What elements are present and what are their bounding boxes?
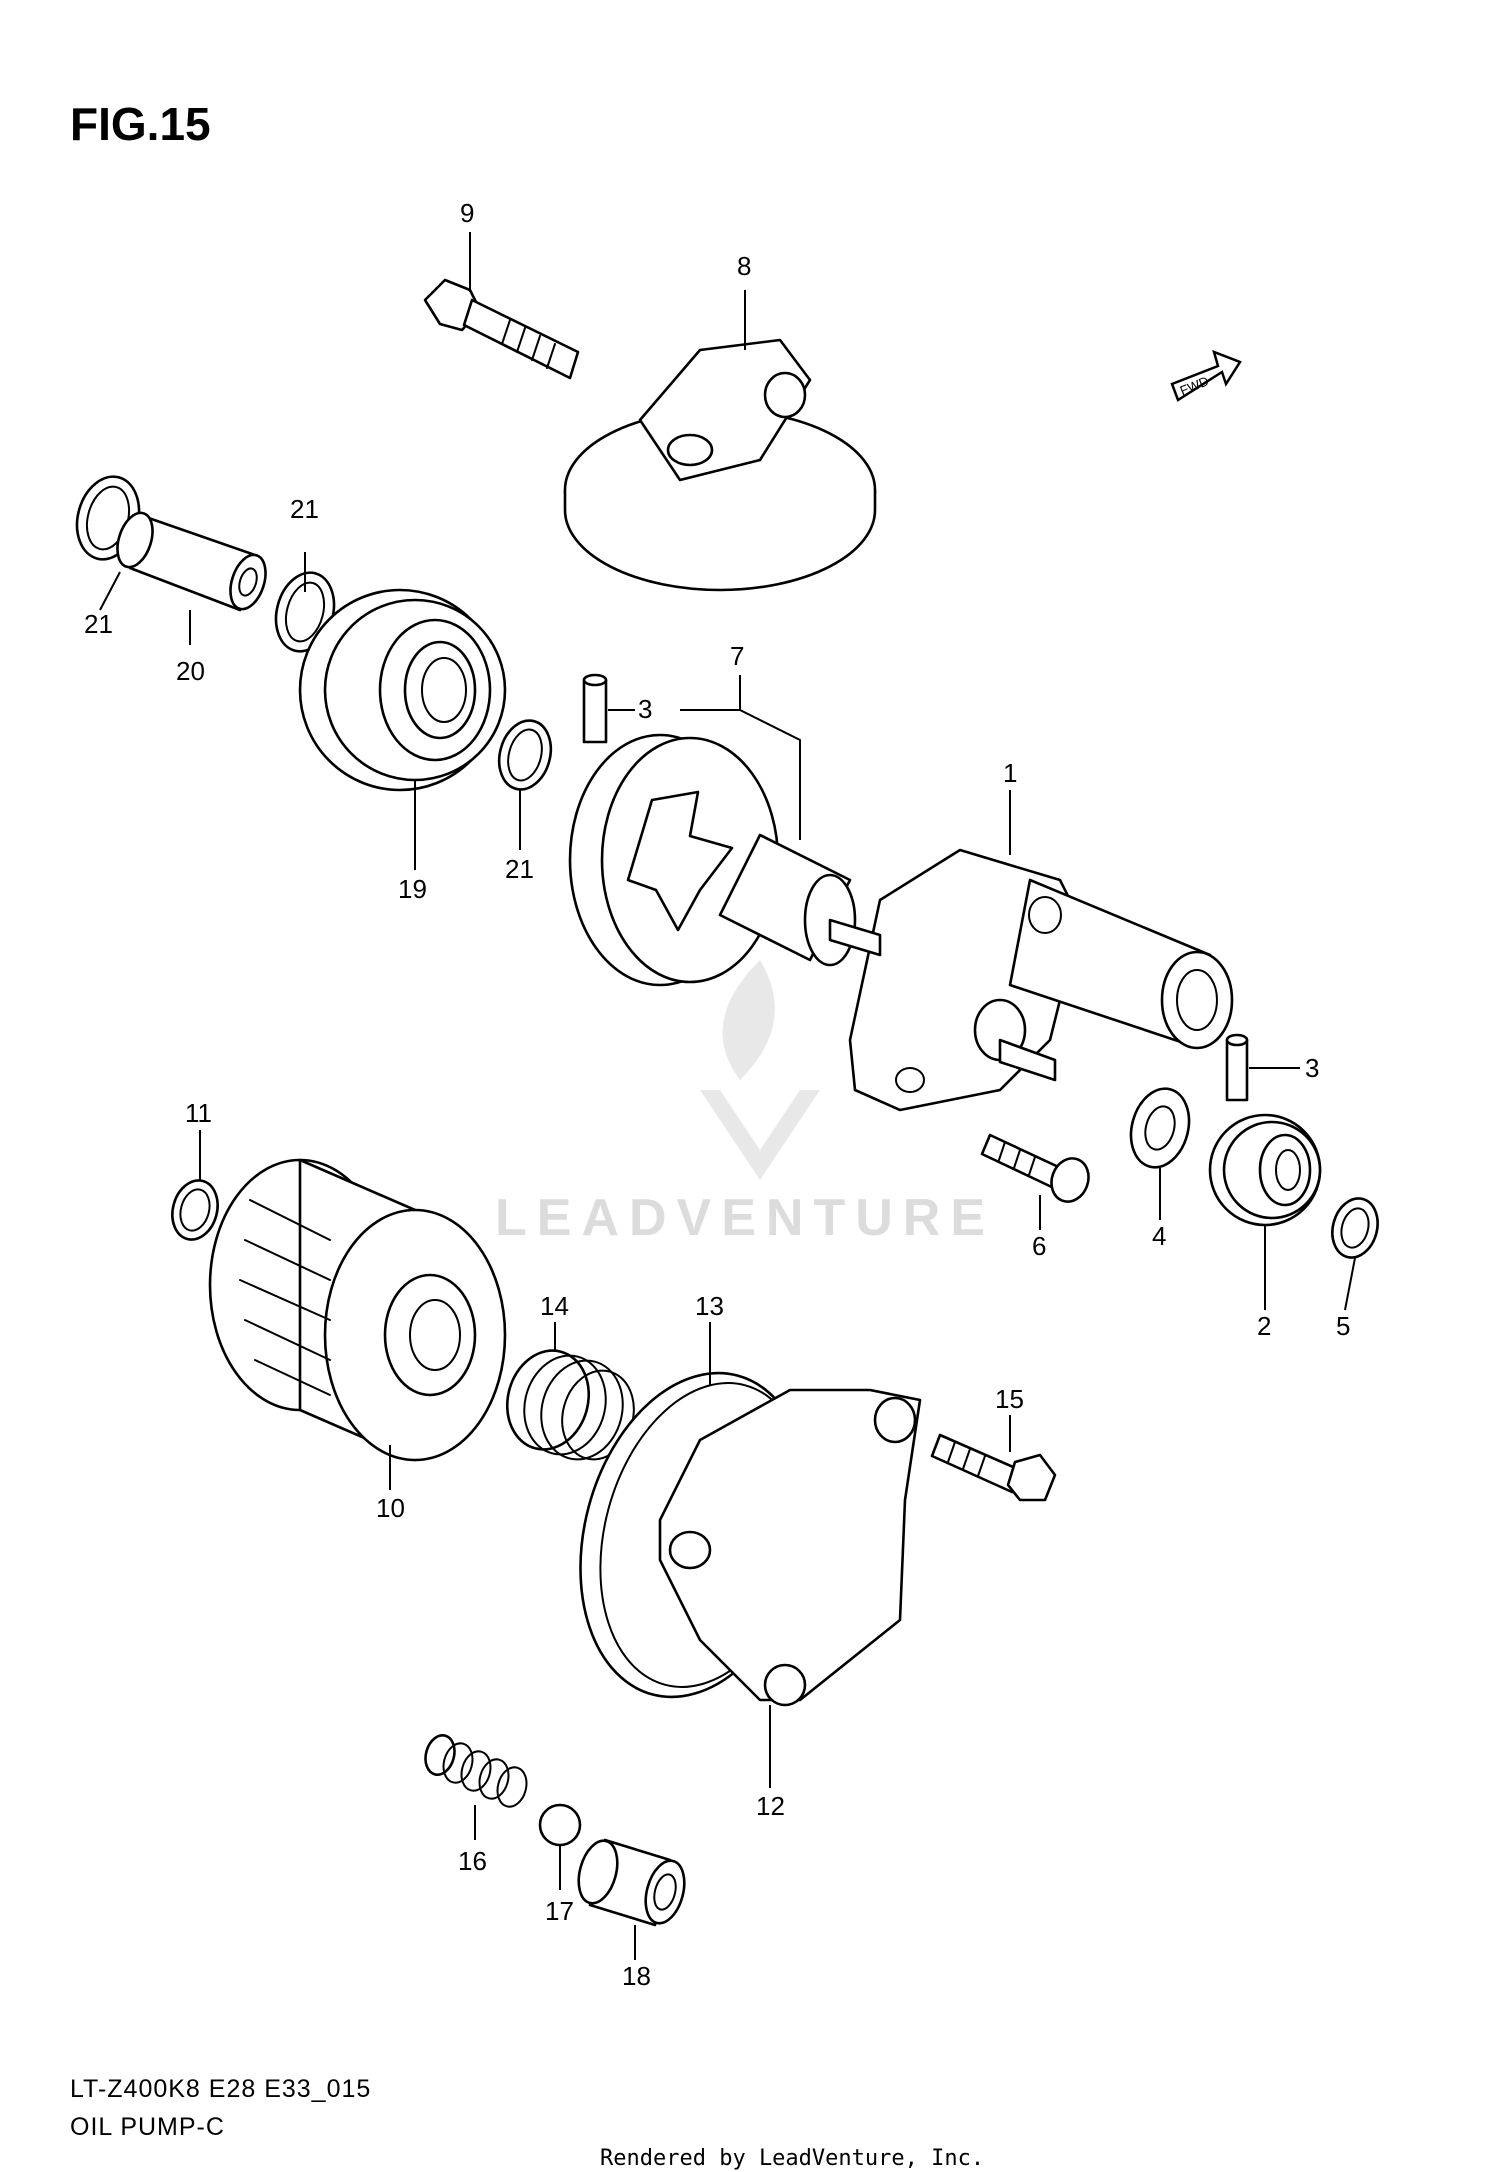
callout-6: 6 (1032, 1231, 1046, 1261)
callout-17: 17 (545, 1896, 574, 1926)
callout-9: 9 (460, 198, 474, 228)
callout-3-upper: 3 (638, 694, 652, 724)
shaft-part-20[interactable] (111, 508, 272, 613)
callout-2: 2 (1257, 1311, 1271, 1341)
leader-lines (99, 232, 1356, 1960)
fwd-arrow-icon: FWD (1170, 349, 1242, 402)
pin-part-3-upper[interactable] (582, 673, 608, 744)
callout-11: 11 (185, 1098, 212, 1128)
watermark-text: LEADVENTURE (495, 1189, 995, 1247)
rendered-by: Rendered by LeadVenture, Inc. (600, 2146, 984, 2171)
model-code: LT-Z400K8 E28 E33_015 (70, 2075, 371, 2103)
gear-part-19[interactable] (298, 588, 507, 792)
section-name: OIL PUMP-C (70, 2113, 225, 2141)
fwd-label: FWD (1178, 373, 1211, 398)
callouts: 9 8 21 21 20 19 21 3 7 1 3 4 6 2 5 11 10… (84, 198, 1350, 1991)
callout-7: 7 (730, 641, 744, 671)
cap-part-8[interactable] (563, 338, 877, 592)
callout-5: 5 (1336, 1311, 1350, 1341)
callout-13: 13 (695, 1291, 724, 1321)
callout-8: 8 (737, 251, 751, 281)
callout-10: 10 (376, 1493, 405, 1523)
pin-part-3-lower[interactable] (1225, 1033, 1249, 1102)
callout-21-left: 21 (84, 609, 113, 639)
callout-19: 19 (398, 874, 427, 904)
circlip-part-5[interactable] (1326, 1193, 1384, 1262)
spring-part-14[interactable] (496, 1341, 643, 1468)
callout-20: 20 (176, 656, 205, 686)
watermark: LEADVENTURE (495, 960, 995, 1247)
callout-14: 14 (540, 1291, 569, 1321)
figure-title: FIG.15 (70, 98, 211, 150)
callout-21-top: 21 (290, 494, 319, 524)
ball-part-17[interactable] (538, 1803, 582, 1847)
callout-4: 4 (1152, 1221, 1166, 1251)
filter-part-10[interactable] (208, 1158, 507, 1462)
callout-1: 1 (1003, 758, 1017, 788)
callout-18: 18 (622, 1961, 651, 1991)
gear-part-2[interactable] (1208, 1113, 1322, 1227)
spring-part-16[interactable] (421, 1732, 530, 1810)
callout-12: 12 (756, 1791, 785, 1821)
callout-21-right: 21 (505, 854, 534, 884)
callout-15: 15 (995, 1384, 1024, 1414)
screw-part-6[interactable] (980, 1133, 1094, 1207)
callout-16: 16 (458, 1846, 487, 1876)
cover-part-12[interactable] (658, 1388, 922, 1707)
washer-part-4[interactable] (1123, 1082, 1198, 1174)
plug-part-18[interactable] (572, 1836, 690, 1927)
bolt-part-15[interactable] (930, 1433, 1057, 1502)
circlip-part-21-right[interactable] (492, 715, 558, 796)
oring-part-11[interactable] (166, 1175, 224, 1244)
rotor-part-7[interactable] (568, 733, 857, 987)
pump-body-part-1[interactable] (828, 848, 1234, 1112)
bolt-part-9[interactable] (423, 278, 580, 380)
callout-3-lower: 3 (1305, 1053, 1319, 1083)
